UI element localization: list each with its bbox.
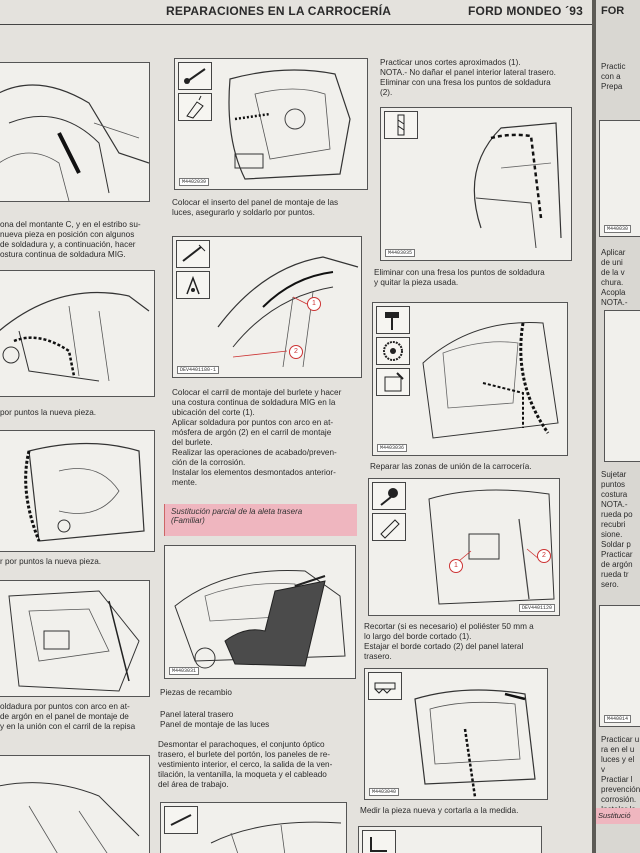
instruction-text: Reparar las zonas de unión de la carroce… xyxy=(370,462,532,471)
seal-rail-illustration xyxy=(217,256,359,368)
paint-can-icon xyxy=(376,368,410,396)
instruction-text: Eliminar con una fresa los puntos de sol… xyxy=(374,268,545,287)
side-body-illustration xyxy=(422,322,559,439)
spot-weld-icon xyxy=(178,62,212,90)
side-panel-illustration xyxy=(0,291,150,382)
next-page-tool-column xyxy=(604,310,640,462)
callout-2: 2 xyxy=(537,549,551,563)
figure-code: M4403031 xyxy=(169,667,200,675)
next-page-text: Practic con a Prepa xyxy=(601,62,626,91)
figure-remove-part: M4403036 xyxy=(372,302,568,456)
saw-icon xyxy=(368,672,402,700)
parts-list: Panel lateral trasero Panel de montaje d… xyxy=(160,710,270,729)
drill-bit-icon xyxy=(384,111,418,139)
instruction-text: oldadura por puntos con arco en at- de a… xyxy=(0,702,136,731)
next-page-figure: M440014 xyxy=(599,605,640,727)
car-body-illustration xyxy=(0,84,149,201)
next-page-section-title: Sustitució xyxy=(598,811,631,820)
callout-1: 1 xyxy=(449,559,463,573)
next-page-header: FOR xyxy=(601,5,625,17)
callout-1: 1 xyxy=(307,297,321,311)
tool-icons xyxy=(384,111,420,142)
instruction-text: Desmontar el parachoques, el conjunto óp… xyxy=(158,740,333,789)
section-title-band: Sustitución parcial de la aleta trasera … xyxy=(164,504,357,536)
light-panel-illustration xyxy=(228,69,351,180)
figure-seal-rail: 1 2 DEV4401180-1 xyxy=(172,236,362,378)
bottom-illustration xyxy=(210,821,342,853)
instruction-text: por puntos la nueva pieza. xyxy=(0,408,97,417)
file-tool-icon xyxy=(372,513,406,541)
next-page-text: Aplicar de uni de la v chura. Acopla NOT… xyxy=(601,248,628,307)
new-panel-illustration xyxy=(414,689,536,798)
callout-2: 2 xyxy=(289,345,303,359)
hammer-icon xyxy=(376,306,410,334)
figure-code: M440014 xyxy=(604,715,632,723)
figure-c-pillar xyxy=(0,62,150,202)
tool-icons xyxy=(376,306,412,399)
instruction-text: Recortar (si es necesario) el poliéster … xyxy=(364,622,534,661)
figure-code: M4403040 xyxy=(369,788,400,796)
figure-code: M440030 xyxy=(604,225,632,233)
next-page-section-band: Sustitució xyxy=(596,808,640,824)
instruction-text: Practicar unos cortes aproximados (1). N… xyxy=(380,58,556,97)
section-header: REPARACIONES EN LA CARROCERÍA xyxy=(166,4,392,18)
header-rule xyxy=(0,24,592,25)
figure-light-panel-insert: M4402039 xyxy=(174,58,368,190)
model-header: FORD MONDEO ´93 xyxy=(468,4,584,18)
instruction-text: ona del montante C, y en el estribo su- … xyxy=(0,220,141,259)
tool-icons xyxy=(176,240,212,302)
estate-car-illustration xyxy=(174,569,346,669)
figure-code: M4402039 xyxy=(179,178,210,186)
instruction-text: Colocar el inserto del panel de montaje … xyxy=(172,198,339,217)
figure-bottom xyxy=(160,802,347,853)
mig-weld-icon xyxy=(176,240,210,268)
tool-icons xyxy=(362,830,398,853)
instruction-text: Piezas de recambio xyxy=(160,688,232,697)
rear-illustration xyxy=(0,782,140,853)
sanding-tool-icon xyxy=(372,482,406,510)
joint-repair-illustration xyxy=(428,489,555,605)
instruction-text: Medir la pieza nueva y cortarla a la med… xyxy=(360,806,519,815)
next-page-figure: M440030 xyxy=(599,120,640,237)
wheelarch-illustration xyxy=(24,442,145,542)
figure-replacement-parts: M4403031 xyxy=(164,545,356,679)
inner-panel-illustration xyxy=(8,590,140,692)
section-title: Sustitución parcial de la aleta trasera … xyxy=(171,507,303,525)
cutting-tool-icon xyxy=(164,806,198,834)
figure-code: M4403035 xyxy=(385,249,416,257)
instruction-text: r por puntos la nueva pieza. xyxy=(0,557,102,566)
figure-code: DEV4401180-1 xyxy=(177,366,220,374)
figure-approx-cuts: M4403035 xyxy=(380,107,572,261)
figure-rear xyxy=(0,755,150,853)
next-page: FOR Practic con a Prepa M440030 Aplicar … xyxy=(596,0,640,853)
figure-body-joints: 1 2 DEV4401120 xyxy=(368,478,560,616)
tool-icons xyxy=(372,482,408,544)
figure-code: M4403036 xyxy=(377,444,408,452)
figure-side-panel xyxy=(0,270,155,397)
tool-icons xyxy=(178,62,214,124)
figure-inner-panel xyxy=(0,580,150,697)
instruction-text: Colocar el carril de montaje del burlete… xyxy=(172,388,342,487)
manual-page: REPARACIONES EN LA CARROCERÍA FORD MONDE… xyxy=(0,0,592,853)
clamp-icon xyxy=(362,830,396,853)
tool-icons xyxy=(368,672,404,703)
next-page-text: Sujetar puntos costura NOTA.- rueda po r… xyxy=(601,470,633,589)
figure-bottom-right xyxy=(358,826,542,853)
figure-code: DEV4401120 xyxy=(518,604,555,612)
figure-wheelarch xyxy=(0,430,155,552)
tool-icons xyxy=(164,806,200,837)
welding-tool-icon xyxy=(178,93,212,121)
grinding-disc-icon xyxy=(376,337,410,365)
figure-new-part: M4403040 xyxy=(364,668,548,800)
cut-lines-illustration xyxy=(473,122,562,249)
arc-spot-weld-icon xyxy=(176,271,210,299)
